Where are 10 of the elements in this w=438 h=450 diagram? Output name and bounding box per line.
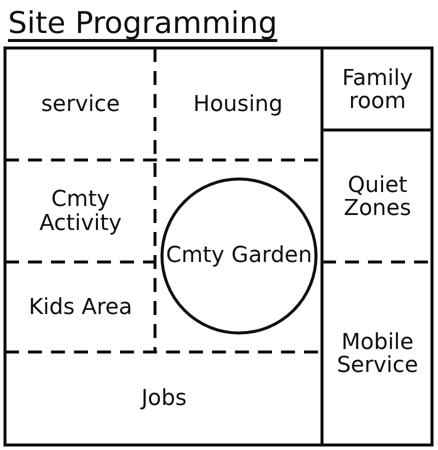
zone-label: Cmty Garden (166, 244, 312, 268)
zone-label: Quiet Zones (342, 174, 412, 220)
zone-label: service (41, 92, 120, 116)
title: Site Programming (8, 6, 278, 41)
zone-label: Cmty Activity (38, 188, 123, 235)
zone-label: Family room (341, 66, 414, 114)
zone-label: Mobile Service (336, 330, 420, 378)
zone-label: Housing (193, 92, 283, 116)
zone-label: Kids Area (28, 296, 132, 320)
zone-label: Jobs (141, 387, 187, 411)
